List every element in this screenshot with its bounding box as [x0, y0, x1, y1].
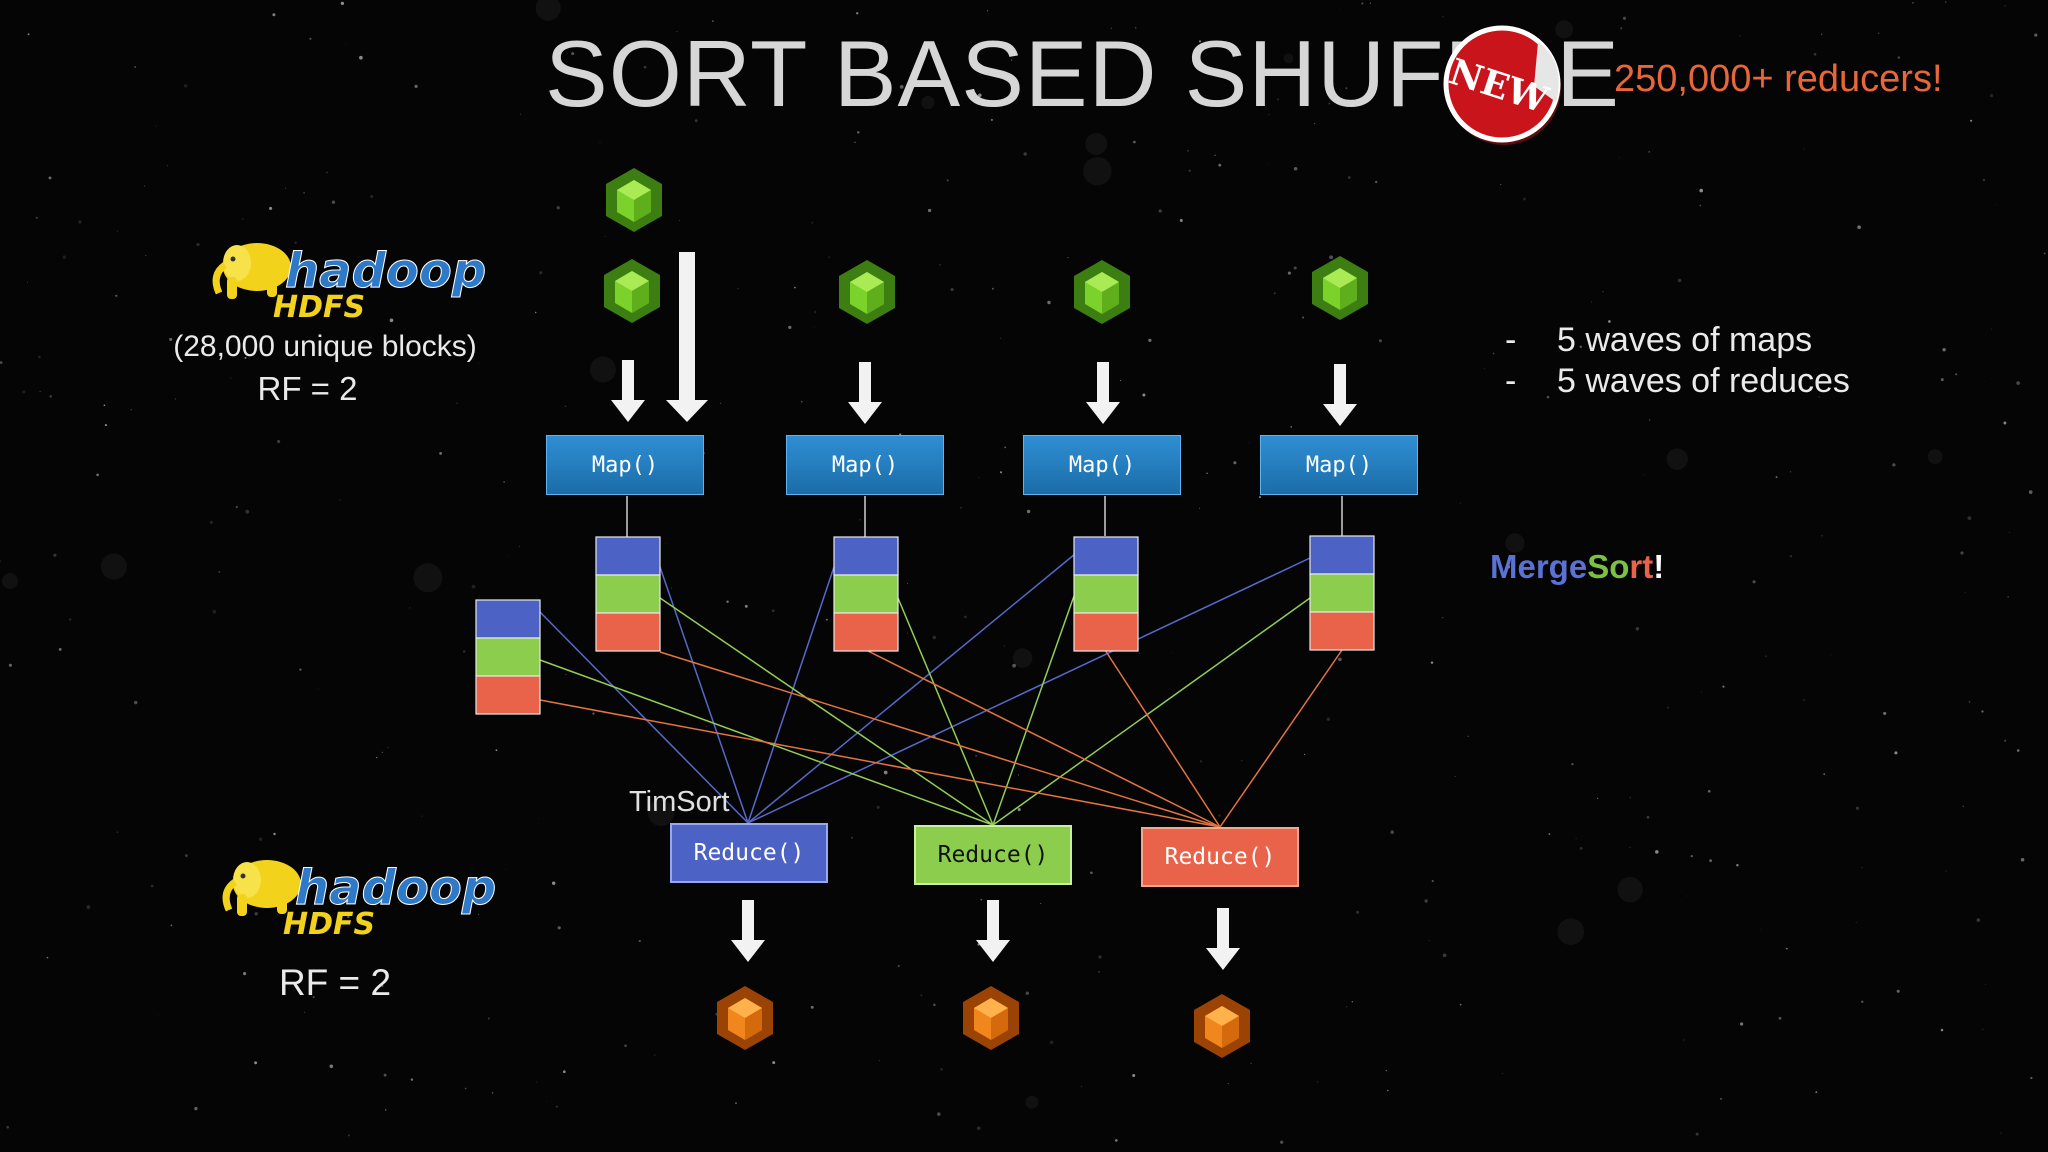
down-arrow-icon — [976, 900, 1010, 962]
hadoop-logo-text: hadoop — [295, 860, 495, 916]
down-arrow-icon — [1323, 364, 1357, 426]
map-box: Map() — [546, 435, 704, 495]
hadoop-elephant-icon — [212, 243, 291, 299]
input-block-icon — [604, 259, 660, 323]
down-arrow-icon — [731, 900, 765, 962]
hadoop-elephant-icon — [222, 860, 301, 916]
map-box: Map() — [786, 435, 944, 495]
partition-segment — [1073, 612, 1139, 652]
partition-segment — [595, 612, 661, 652]
partition-segment — [595, 574, 661, 614]
output-block-icon — [1194, 994, 1250, 1058]
map-box: Map() — [1260, 435, 1418, 495]
reduce-box-blue: Reduce() — [670, 823, 828, 883]
partition-segment — [595, 536, 661, 576]
partition-stack — [1073, 536, 1139, 652]
reducers-note: 250,000+ reducers! — [1614, 58, 1943, 100]
down-arrow-icon — [848, 362, 882, 424]
reduce-box-green: Reduce() — [914, 825, 1072, 885]
output-block-icon — [963, 986, 1019, 1050]
hadoop-hdfs-logo-bottom: hadoop HDFS — [222, 860, 495, 942]
long-down-arrow-icon — [666, 252, 708, 422]
partition-segment — [475, 637, 541, 677]
waves-maps-text: 5 waves of maps — [1557, 321, 1813, 359]
down-arrow-icon — [1206, 908, 1240, 970]
partition-segment — [475, 675, 541, 715]
input-block-icon — [1312, 256, 1368, 320]
partition-stack — [475, 599, 541, 715]
source-replication-caption: RF = 2 — [257, 370, 358, 407]
hdfs-logo-text: HDFS — [283, 907, 375, 942]
reduce-box-orange: Reduce() — [1141, 827, 1299, 887]
hadoop-hdfs-logo-top: hadoop HDFS — [212, 243, 485, 325]
map-box: Map() — [1023, 435, 1181, 495]
timsort-label: TimSort — [629, 786, 730, 818]
waves-item: -5 waves of maps — [1505, 321, 1813, 359]
waves-item: -5 waves of reduces — [1505, 362, 1850, 400]
partition-stack — [595, 536, 661, 652]
down-arrow-icon — [611, 360, 645, 422]
partition-segment — [833, 536, 899, 576]
partition-stack — [833, 536, 899, 652]
partition-segment — [1309, 535, 1375, 575]
partition-segment — [475, 599, 541, 639]
down-arrow-icon — [1086, 362, 1120, 424]
source-blocks-caption: (28,000 unique blocks) — [173, 330, 477, 363]
hdfs-logo-text: HDFS — [273, 290, 365, 325]
input-block-icon — [839, 260, 895, 324]
output-block-icon — [717, 986, 773, 1050]
partition-segment — [833, 574, 899, 614]
slide-title: SORT BASED SHUFFLE — [545, 21, 1620, 126]
mergesort-label: MergeSort! — [1490, 548, 1665, 585]
partition-segment — [1073, 536, 1139, 576]
waves-list: -5 waves of maps -5 waves of reduces — [1505, 320, 1850, 402]
partition-segment — [1073, 574, 1139, 614]
hadoop-logo-text: hadoop — [285, 243, 485, 299]
partition-segment — [1309, 573, 1375, 613]
sink-replication-caption: RF = 2 — [278, 962, 392, 1003]
partition-segment — [1309, 611, 1375, 651]
input-block-icon — [1074, 260, 1130, 324]
partition-segment — [833, 612, 899, 652]
partition-stack — [1309, 535, 1375, 651]
waves-reduces-text: 5 waves of reduces — [1557, 362, 1850, 400]
input-block-icon — [606, 168, 662, 232]
new-badge-icon: NEW — [1443, 25, 1561, 145]
